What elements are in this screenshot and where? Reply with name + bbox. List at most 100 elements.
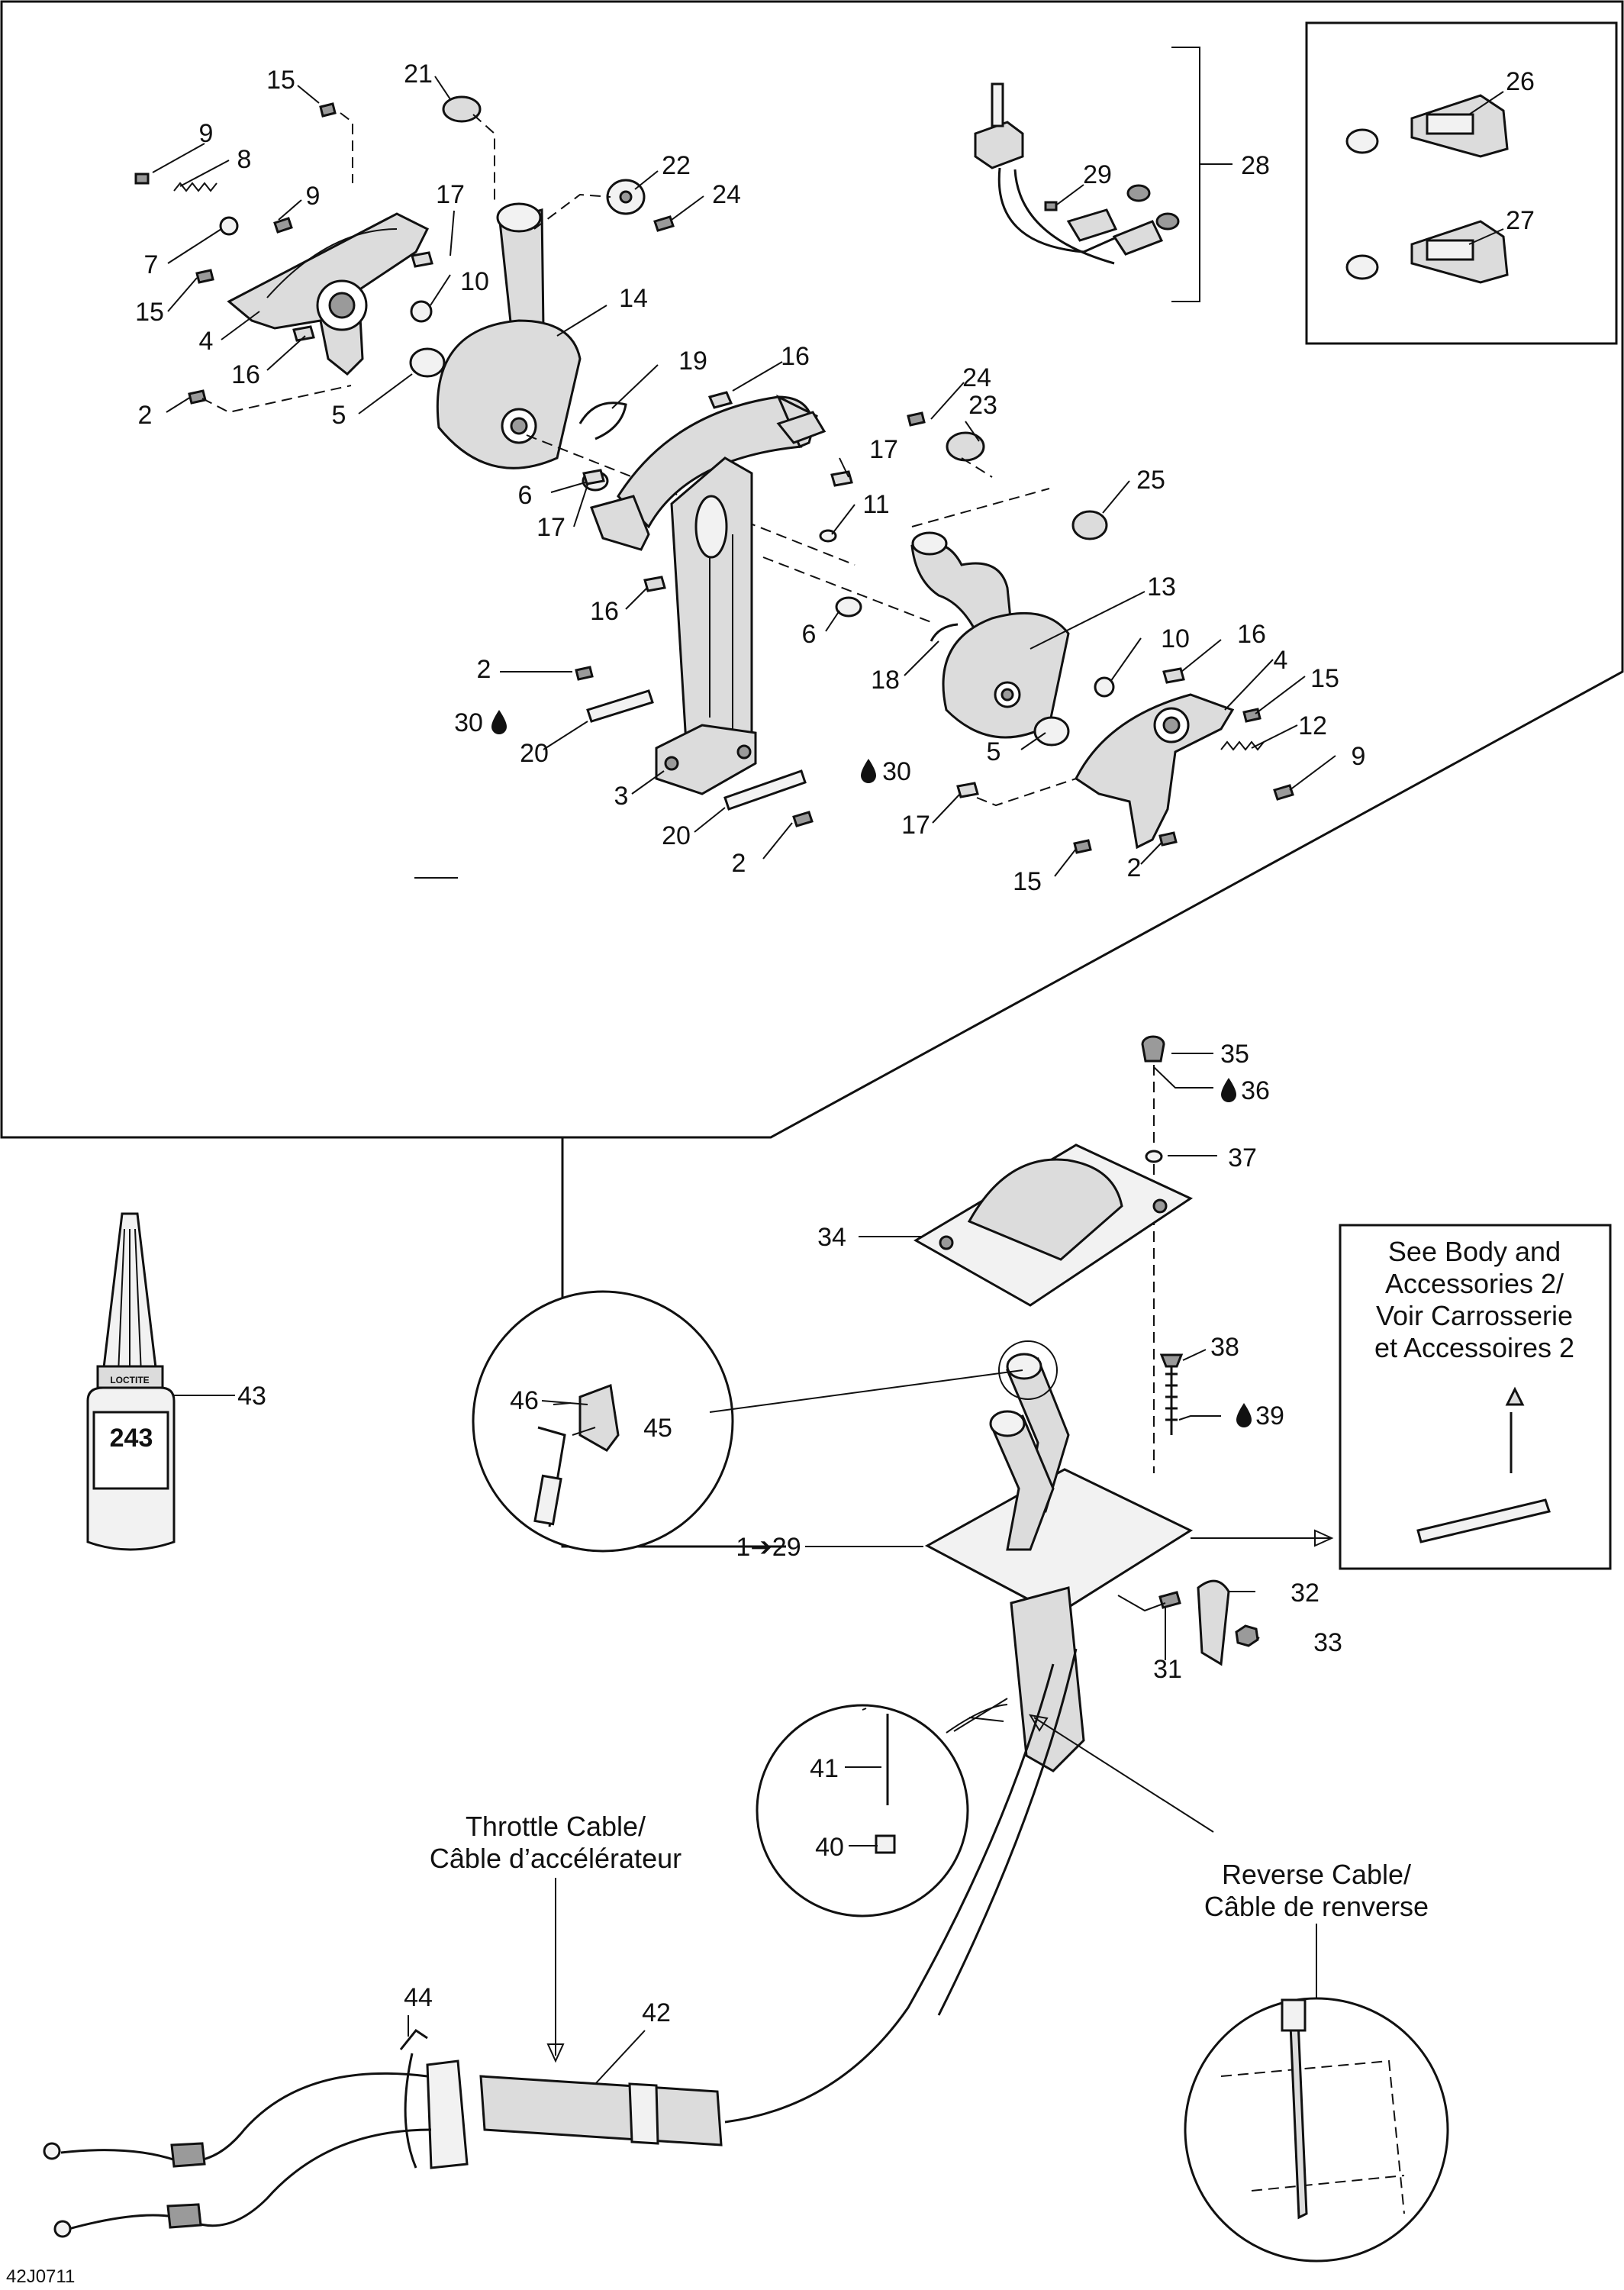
- bracket-32: [1197, 1579, 1230, 1666]
- svg-text:Reverse Cable/: Reverse Cable/: [1222, 1859, 1411, 1890]
- throttle-cable-caption: Throttle Cable/ Câble d’accélérateur: [430, 1811, 682, 1874]
- inset-reverse-cable: [1184, 1997, 1449, 2263]
- callout-5-right: 5: [987, 737, 1001, 766]
- callout-38: 38: [1210, 1333, 1239, 1362]
- leader-lines: [152, 76, 1504, 2085]
- callout-6-left: 6: [518, 481, 533, 510]
- clip-40: [875, 1834, 896, 1854]
- thread-locker-bottle: [86, 1212, 176, 1551]
- svg-text:30: 30: [454, 708, 483, 737]
- callout-11: 11: [862, 490, 889, 519]
- spring-12: [1220, 740, 1265, 751]
- screw-9c: [1273, 784, 1294, 801]
- callout-15-top: 15: [266, 66, 295, 95]
- callout-26: 26: [1506, 67, 1535, 96]
- nut-33: [1235, 1624, 1259, 1647]
- screw-2c: [792, 811, 814, 827]
- callout-42: 42: [642, 1998, 671, 2027]
- callout-16-lower: 16: [590, 597, 619, 626]
- callout-14: 14: [619, 284, 648, 313]
- callout-31: 31: [1153, 1655, 1182, 1684]
- handle-13-sector: [942, 611, 1070, 739]
- part-27-plug: [1345, 254, 1379, 280]
- console-handle-2: [990, 1414, 1055, 1551]
- harness-group: [974, 47, 1232, 302]
- callout-2-bottom: 2: [732, 849, 746, 878]
- svg-text:36: 36: [1241, 1076, 1270, 1105]
- svg-text:Câble d’accélérateur: Câble d’accélérateur: [430, 1843, 682, 1874]
- bottle-product-label: 243: [110, 1424, 153, 1453]
- callout-28: 28: [1241, 151, 1270, 180]
- thread-locker-drop-icon: [491, 710, 507, 734]
- cable-tie-44: [399, 2028, 428, 2169]
- bracket-left: [590, 495, 650, 551]
- console-group: [914, 1035, 1551, 1772]
- housing-4b: [1075, 693, 1235, 850]
- console-column: [1010, 1586, 1085, 1772]
- callout-20-left: 20: [520, 739, 549, 768]
- bolt-31: [1158, 1591, 1181, 1609]
- clip-16a: [292, 325, 315, 342]
- knob-21: [442, 95, 482, 123]
- see-body-box: [1339, 1224, 1612, 1570]
- inset-40-41: [756, 1704, 969, 1917]
- callout-17-center-left: 17: [536, 513, 566, 542]
- screw-15a: [319, 102, 337, 118]
- ball-7: [219, 216, 239, 236]
- screw-2a: [188, 389, 207, 405]
- plate-20a: [586, 689, 654, 723]
- callout-39: 39: [1236, 1401, 1284, 1430]
- reference-code: 42J0711: [6, 2266, 75, 2287]
- callout-19: 19: [678, 347, 707, 376]
- left-housing-group: [134, 102, 446, 414]
- housing-3-hood: [617, 395, 814, 529]
- washer-37: [1145, 1150, 1163, 1163]
- bracket-body: [1416, 1498, 1551, 1543]
- callout-10-right: 10: [1161, 624, 1190, 653]
- accessory-group-box: [1305, 21, 1618, 345]
- callout-24-right: 24: [962, 363, 991, 392]
- handle-13-arm: [910, 541, 1013, 635]
- console-group-frame: [561, 1137, 786, 1548]
- callout-24-top: 24: [712, 180, 741, 209]
- callout-21: 21: [404, 60, 433, 89]
- callout-2-left: 2: [138, 401, 153, 430]
- housing-3-foot: [655, 724, 757, 795]
- knob-25: [1071, 510, 1108, 540]
- callout-44: 44: [404, 1983, 433, 2012]
- washer-6b: [835, 596, 862, 618]
- clip-17b: [830, 470, 853, 487]
- callout-46: 46: [510, 1386, 539, 1415]
- callout-32: 32: [1290, 1579, 1320, 1608]
- reverse-cable-caption: Reverse Cable/ Câble de renverse: [1204, 1859, 1429, 1922]
- callout-9-left: 9: [199, 119, 214, 148]
- callout-3: 3: [614, 782, 629, 811]
- callout-15-bottom: 15: [1013, 867, 1042, 896]
- knob-23: [946, 431, 985, 462]
- callout-35: 35: [1220, 1040, 1249, 1069]
- screw-24a: [653, 215, 675, 232]
- callout-9-mid: 9: [306, 182, 321, 211]
- svg-text:Voir Carrosserie: Voir Carrosserie: [1376, 1300, 1573, 1331]
- svg-text:39: 39: [1255, 1401, 1284, 1430]
- accessory-parts-group: [1345, 94, 1509, 284]
- screw-9a: [134, 173, 150, 185]
- callout-43: 43: [237, 1382, 266, 1411]
- clip-16c: [643, 576, 666, 592]
- clip-16d: [1162, 667, 1185, 684]
- callout-34: 34: [817, 1223, 846, 1252]
- callout-12: 12: [1298, 711, 1327, 740]
- clip-17a: [411, 251, 433, 268]
- callout-4-left: 4: [199, 327, 214, 356]
- callout-1-to-29: 1➔29: [736, 1533, 801, 1562]
- cable-housing-42: [479, 2075, 723, 2146]
- screw-38: [1165, 1366, 1178, 1435]
- bushing-5b: [1033, 716, 1070, 747]
- callout-labels: 21 15 9 8 9 7 15 4 16 2 5 22 24 17 10 14…: [135, 60, 1535, 2027]
- screw-29: [1044, 201, 1058, 211]
- screw-24b: [907, 411, 926, 427]
- callout-15-left: 15: [135, 298, 164, 327]
- svg-text:30: 30: [882, 757, 911, 786]
- svg-text:Câble de renverse: Câble de renverse: [1204, 1891, 1429, 1922]
- callout-41: 41: [810, 1754, 839, 1783]
